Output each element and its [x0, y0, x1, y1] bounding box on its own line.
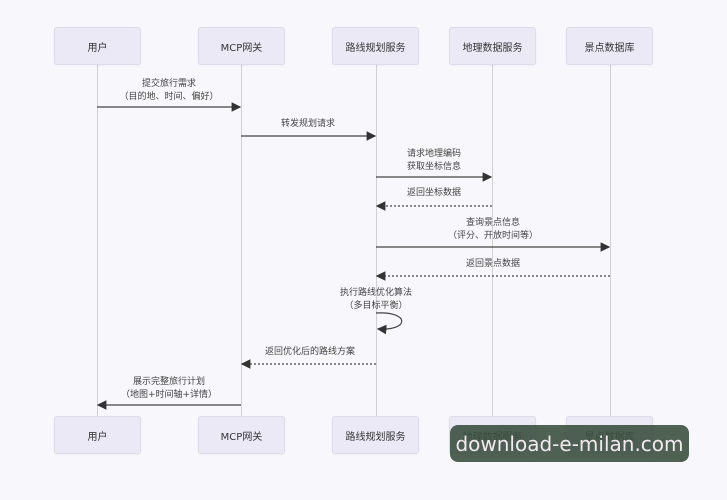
- watermark: download-e-milan.com: [450, 425, 689, 462]
- label-return-coords: 返回坐标数据: [406, 188, 462, 198]
- label-forward-request: 转发规划请求: [280, 119, 336, 129]
- actor-gateway-bottom: MCP网关: [198, 416, 285, 454]
- label-self-optimize: 执行路线优化算法（多目标平衡）: [339, 288, 413, 311]
- actor-geo-top: 地理数据服务: [449, 27, 536, 65]
- label-return-poi: 返回景点数据: [465, 259, 521, 269]
- lifeline-user: [97, 65, 98, 416]
- label-show-plan: 展示完整旅行计划（地图+时间轴+详情）: [120, 377, 218, 400]
- lifeline-poi: [610, 65, 611, 416]
- actor-user-bottom: 用户: [54, 416, 141, 454]
- label-return-route: 返回优化后的路线方案: [264, 347, 356, 357]
- actor-route-bottom: 路线规划服务: [332, 416, 419, 454]
- actor-poi-top: 景点数据库: [566, 27, 653, 65]
- actor-gateway-top: MCP网关: [198, 27, 285, 65]
- label-query-poi: 查询景点信息（评分、开放时间等）: [447, 218, 539, 241]
- label-submit-request: 提交旅行需求（目的地、时间、偏好）: [119, 79, 219, 102]
- arrow-self-optimize: [375, 312, 403, 335]
- lifeline-geo: [492, 65, 493, 416]
- actor-user-top: 用户: [54, 27, 141, 65]
- lifeline-route: [376, 65, 377, 416]
- lifeline-gateway: [241, 65, 242, 416]
- actor-route-top: 路线规划服务: [332, 27, 419, 65]
- label-geocode-request: 请求地理编码获取坐标信息: [406, 149, 462, 172]
